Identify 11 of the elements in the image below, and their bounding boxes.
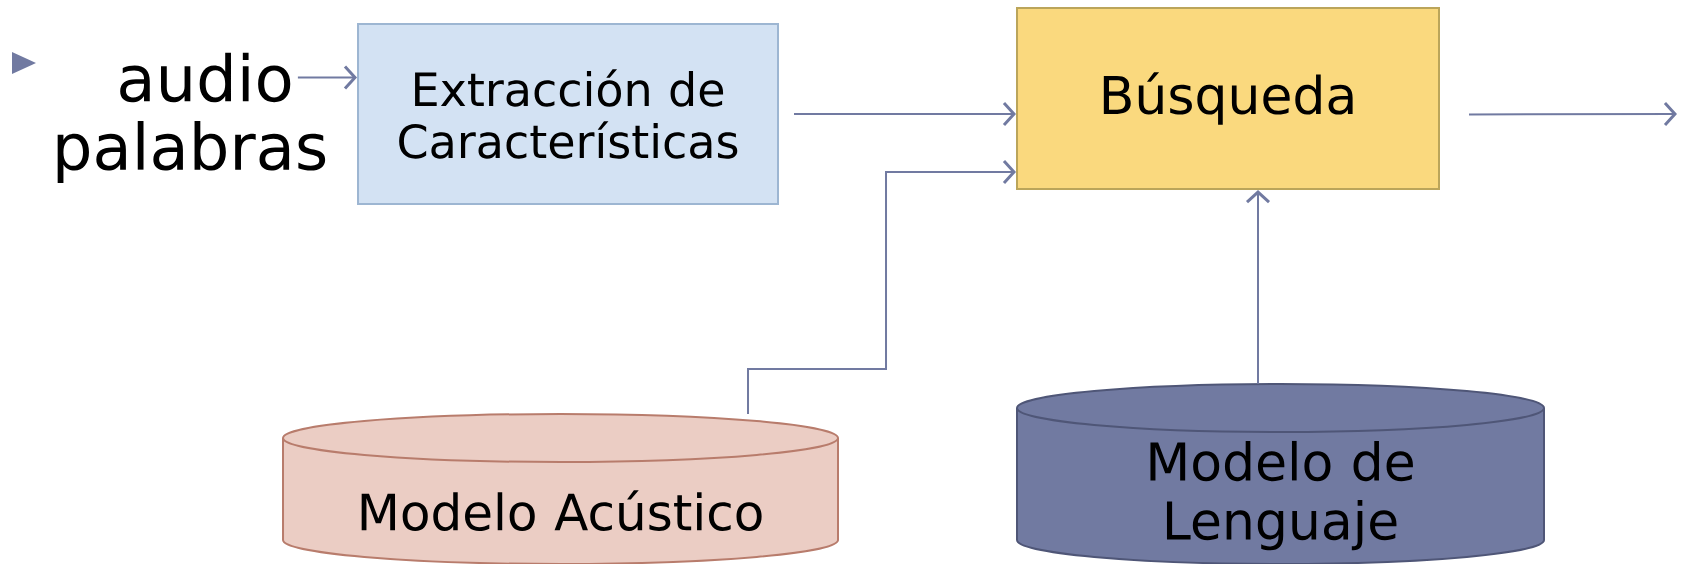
process-box: Búsqueda — [1016, 7, 1440, 190]
label-text: palabras — [57, 121, 326, 183]
arrow — [747, 160, 1016, 415]
arrow — [1246, 190, 1270, 385]
arrow — [1468, 102, 1677, 127]
database-cylinder: Modelo de Lenguaje — [1016, 383, 1545, 564]
database-cylinder: Modelo Acústico — [282, 413, 839, 564]
process-box: Extracción de Características — [357, 23, 779, 205]
input-text: audio — [120, 52, 291, 103]
arrow — [296, 65, 357, 90]
arrow — [793, 102, 1016, 126]
